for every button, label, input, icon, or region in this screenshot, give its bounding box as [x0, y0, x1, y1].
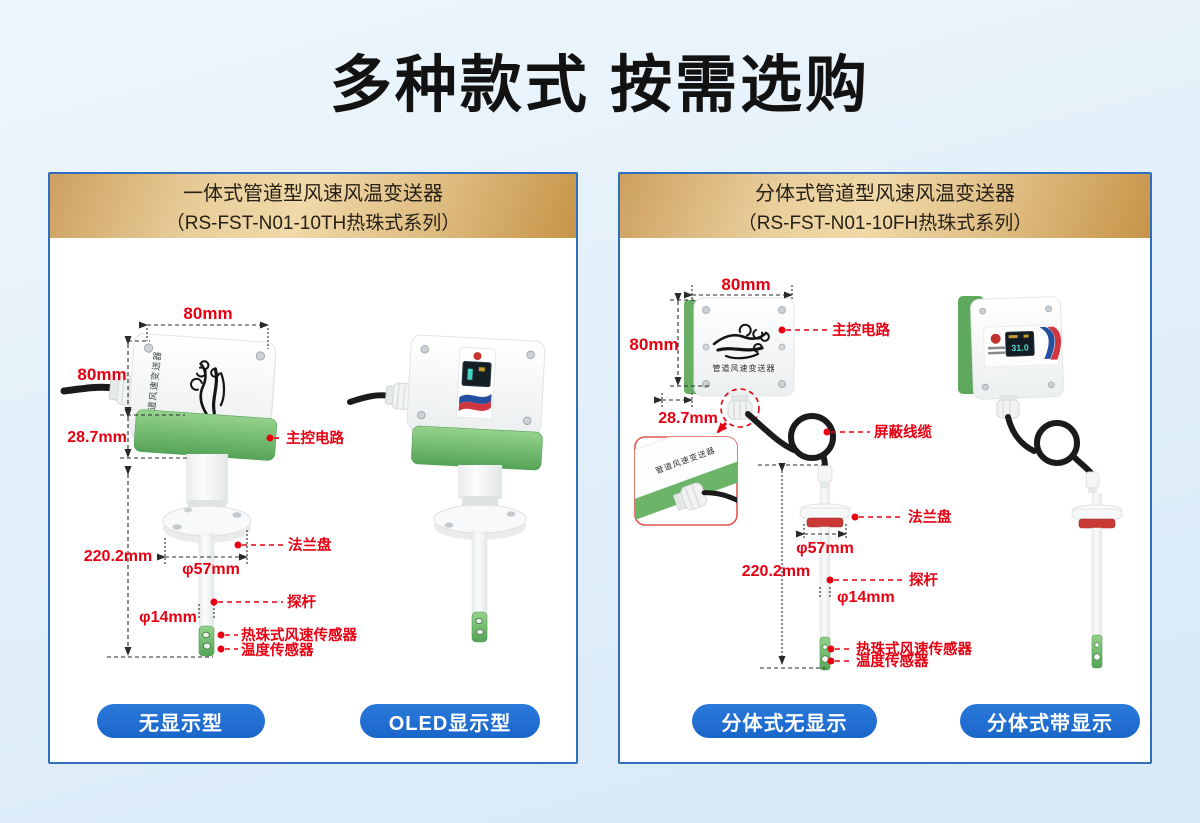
cable	[745, 411, 836, 471]
cable-gland	[996, 395, 1020, 419]
gland-highlight-circle	[720, 388, 760, 428]
dim-probe-diameter: φ14mm	[837, 589, 895, 606]
probe-pedestal	[186, 454, 228, 504]
dim-side-height: 80mm	[629, 335, 678, 354]
panel-integrated-model: （RS-FST-N01-10TH热珠式系列）	[165, 213, 461, 234]
brand-logo-icon	[990, 333, 1001, 344]
panel-split-body: 管道风速变送器	[620, 238, 1150, 762]
dim-base-height: 28.7mm	[658, 410, 718, 427]
dim-probe-diameter: φ14mm	[139, 609, 197, 626]
cable	[1005, 414, 1094, 476]
split-probe	[1071, 471, 1123, 669]
probe-tip	[198, 625, 215, 657]
device-green-base	[411, 425, 543, 471]
flange	[433, 504, 527, 540]
dim-top-width: 80mm	[183, 304, 232, 323]
panel-integrated-header: 一体式管道型风速风温变送器 （RS-FST-N01-10TH热珠式系列）	[50, 174, 576, 238]
device-box-label: 管道风速变送器	[713, 363, 776, 373]
display-value: 31.0	[1011, 343, 1029, 354]
dim-probe-length: 220.2mm	[84, 548, 153, 565]
label-shielded-cable: 屏蔽线缆	[874, 423, 932, 441]
probe-rod	[198, 533, 215, 627]
flange	[799, 507, 851, 519]
dimension-lines	[654, 285, 847, 669]
flange	[162, 505, 252, 543]
probe-rod	[1091, 527, 1103, 636]
split-illustration: 管道风速变送器	[629, 275, 1123, 671]
probe-tip	[471, 611, 488, 643]
variant-button-no-display[interactable]: 无显示型	[97, 704, 265, 738]
cable	[347, 392, 393, 405]
label-main-circuit: 主控电路	[832, 321, 890, 339]
label-probe-rod: 探杆	[909, 571, 938, 589]
label-flange: 法兰盘	[288, 536, 332, 554]
dimension-lines	[107, 321, 269, 658]
callouts	[778, 326, 905, 665]
label-temp-sensor: 温度传感器	[241, 641, 314, 659]
flange-gasket	[806, 517, 844, 528]
gland-zoom-inset: 管道风速变送器	[634, 436, 738, 526]
split-display-device: 31.0	[958, 296, 1123, 669]
label-probe-rod: 探杆	[287, 593, 316, 611]
panel-split-header: 分体式管道型风速风温变送器 （RS-FST-N01-10FH热珠式系列）	[620, 174, 1150, 238]
label-main-circuit: 主控电路	[286, 429, 344, 447]
callouts	[210, 434, 284, 653]
label-wind-sensor: 热珠式风速传感器	[856, 640, 972, 658]
panel-split-title: 分体式管道型风速风温变送器	[755, 183, 1015, 205]
label-flange: 法兰盘	[908, 508, 952, 526]
label-wind-sensor: 热珠式风速传感器	[241, 626, 357, 644]
integrated-oled-device	[347, 334, 546, 643]
display-face-label: 31.0	[982, 324, 1062, 368]
probe-pedestal	[458, 465, 502, 499]
split-probe	[799, 465, 851, 671]
oled-face-label	[455, 346, 497, 420]
label-temp-sensor: 温度传感器	[856, 652, 929, 670]
integrated-illustration: 管道风速变送器	[60, 304, 546, 659]
dim-flange-diameter: φ57mm	[182, 561, 240, 578]
dim-probe-length: 220.2mm	[742, 563, 811, 580]
panel-split-model: （RS-FST-N01-10FH热珠式系列）	[737, 213, 1033, 234]
panel-integrated-body: 管道风速变送器	[50, 238, 576, 762]
panel-integrated: 一体式管道型风速风温变送器 （RS-FST-N01-10TH热珠式系列）	[48, 172, 578, 764]
zoom-arrow-icon	[716, 422, 728, 434]
dim-top-width: 80mm	[721, 275, 770, 294]
flange-gasket	[1078, 518, 1116, 529]
dim-flange-diameter: φ57mm	[796, 540, 854, 557]
dim-side-height: 80mm	[77, 365, 126, 384]
page-title: 多种款式 按需选购	[329, 51, 871, 120]
variant-button-oled-display[interactable]: OLED显示型	[360, 704, 540, 738]
variant-button-split-no-display[interactable]: 分体式无显示	[692, 704, 877, 738]
cable	[60, 383, 118, 395]
split-no-display-device: 管道风速变送器	[684, 297, 851, 671]
device-lid	[406, 334, 546, 441]
panel-split: 分体式管道型风速风温变送器 （RS-FST-N01-10FH热珠式系列）	[618, 172, 1152, 764]
variant-button-split-with-display[interactable]: 分体式带显示	[960, 704, 1140, 738]
lid-screws	[702, 306, 786, 388]
flange	[1071, 508, 1123, 520]
dim-base-height: 28.7mm	[67, 429, 127, 446]
probe-rod	[471, 531, 488, 613]
cable-gland	[384, 382, 412, 410]
oled-screen	[461, 360, 492, 388]
probe-tip	[819, 636, 831, 671]
panel-integrated-title: 一体式管道型风速风温变送器	[183, 183, 443, 205]
probe-tip	[1091, 634, 1103, 669]
